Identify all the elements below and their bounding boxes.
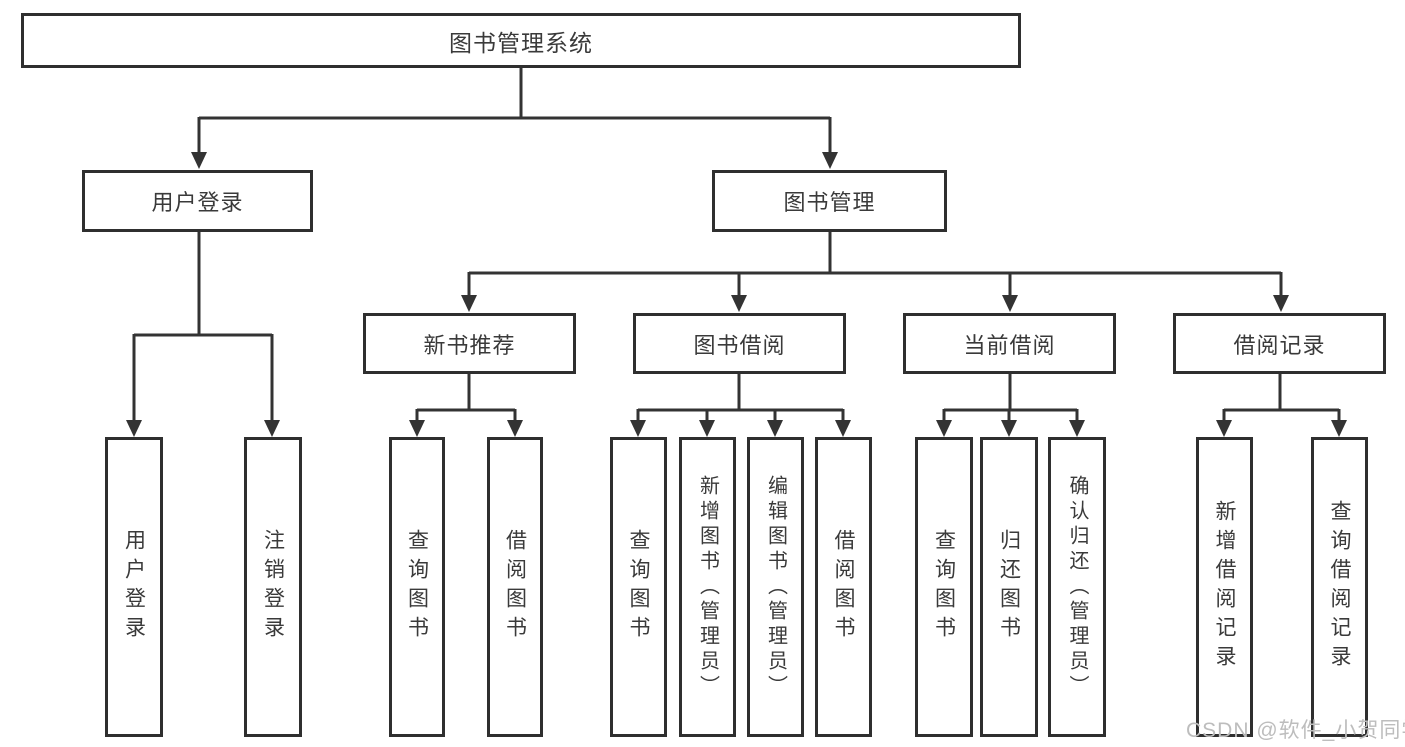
node-book-management: 图书管理 xyxy=(712,170,947,232)
node-new-book-recommend: 新书推荐 xyxy=(363,313,576,374)
leaf-user-login-label: 用户登录 xyxy=(122,529,146,645)
node-current-borrow-label: 当前借阅 xyxy=(963,332,1056,358)
node-book-borrow: 图书借阅 xyxy=(633,313,846,374)
node-user-login: 用户登录 xyxy=(82,170,313,232)
leaf-newbooks-borrow-books-label: 借阅图书 xyxy=(503,529,527,645)
leaf-edit-books-admin-label: 编辑图书（管理员） xyxy=(764,474,787,700)
leaf-newbooks-query-books-label: 查询图书 xyxy=(405,529,429,645)
leaf-logout: 注销登录 xyxy=(244,437,302,737)
node-borrow-records: 借阅记录 xyxy=(1173,313,1386,374)
node-user-login-label: 用户登录 xyxy=(151,190,244,215)
leaf-add-borrow-record-label: 新增借阅记录 xyxy=(1213,500,1236,674)
leaf-confirm-return-admin-label: 确认归还（管理员） xyxy=(1066,474,1088,700)
leaf-borrow-borrow-books: 借阅图书 xyxy=(815,437,872,737)
node-book-management-label: 图书管理 xyxy=(783,190,876,215)
leaf-add-borrow-record: 新增借阅记录 xyxy=(1196,437,1253,737)
arrowheads xyxy=(126,152,1347,437)
node-root-library-management-system: 图书管理系统 xyxy=(21,13,1021,68)
leaf-return-books-label: 归还图书 xyxy=(997,529,1021,645)
leaf-borrow-query-books: 查询图书 xyxy=(610,437,667,737)
leaf-current-query-books-label: 查询图书 xyxy=(932,529,956,645)
node-current-borrow: 当前借阅 xyxy=(903,313,1116,374)
node-book-borrow-label: 图书借阅 xyxy=(693,332,786,358)
leaf-borrow-query-books-label: 查询图书 xyxy=(627,529,650,645)
node-root-label: 图书管理系统 xyxy=(449,29,593,56)
leaf-current-query-books: 查询图书 xyxy=(915,437,973,737)
node-new-book-recommend-label: 新书推荐 xyxy=(423,332,516,358)
leaf-newbooks-query-books: 查询图书 xyxy=(389,437,445,737)
leaf-logout-label: 注销登录 xyxy=(261,529,285,645)
leaf-add-books-admin-label: 新增图书（管理员） xyxy=(696,474,719,700)
leaf-add-books-admin: 新增图书（管理员） xyxy=(679,437,736,737)
leaf-edit-books-admin: 编辑图书（管理员） xyxy=(747,437,804,737)
leaf-return-books: 归还图书 xyxy=(980,437,1038,737)
csdn-watermark: CSDN @软件_小贺同学 xyxy=(1186,719,1405,742)
leaf-borrow-borrow-books-label: 借阅图书 xyxy=(832,529,855,645)
leaf-query-borrow-record-label: 查询借阅记录 xyxy=(1328,500,1351,674)
leaf-confirm-return-admin: 确认归还（管理员） xyxy=(1048,437,1106,737)
leaf-user-login: 用户登录 xyxy=(105,437,163,737)
leaf-query-borrow-record: 查询借阅记录 xyxy=(1311,437,1368,737)
node-borrow-records-label: 借阅记录 xyxy=(1233,332,1326,358)
leaf-newbooks-borrow-books: 借阅图书 xyxy=(487,437,543,737)
